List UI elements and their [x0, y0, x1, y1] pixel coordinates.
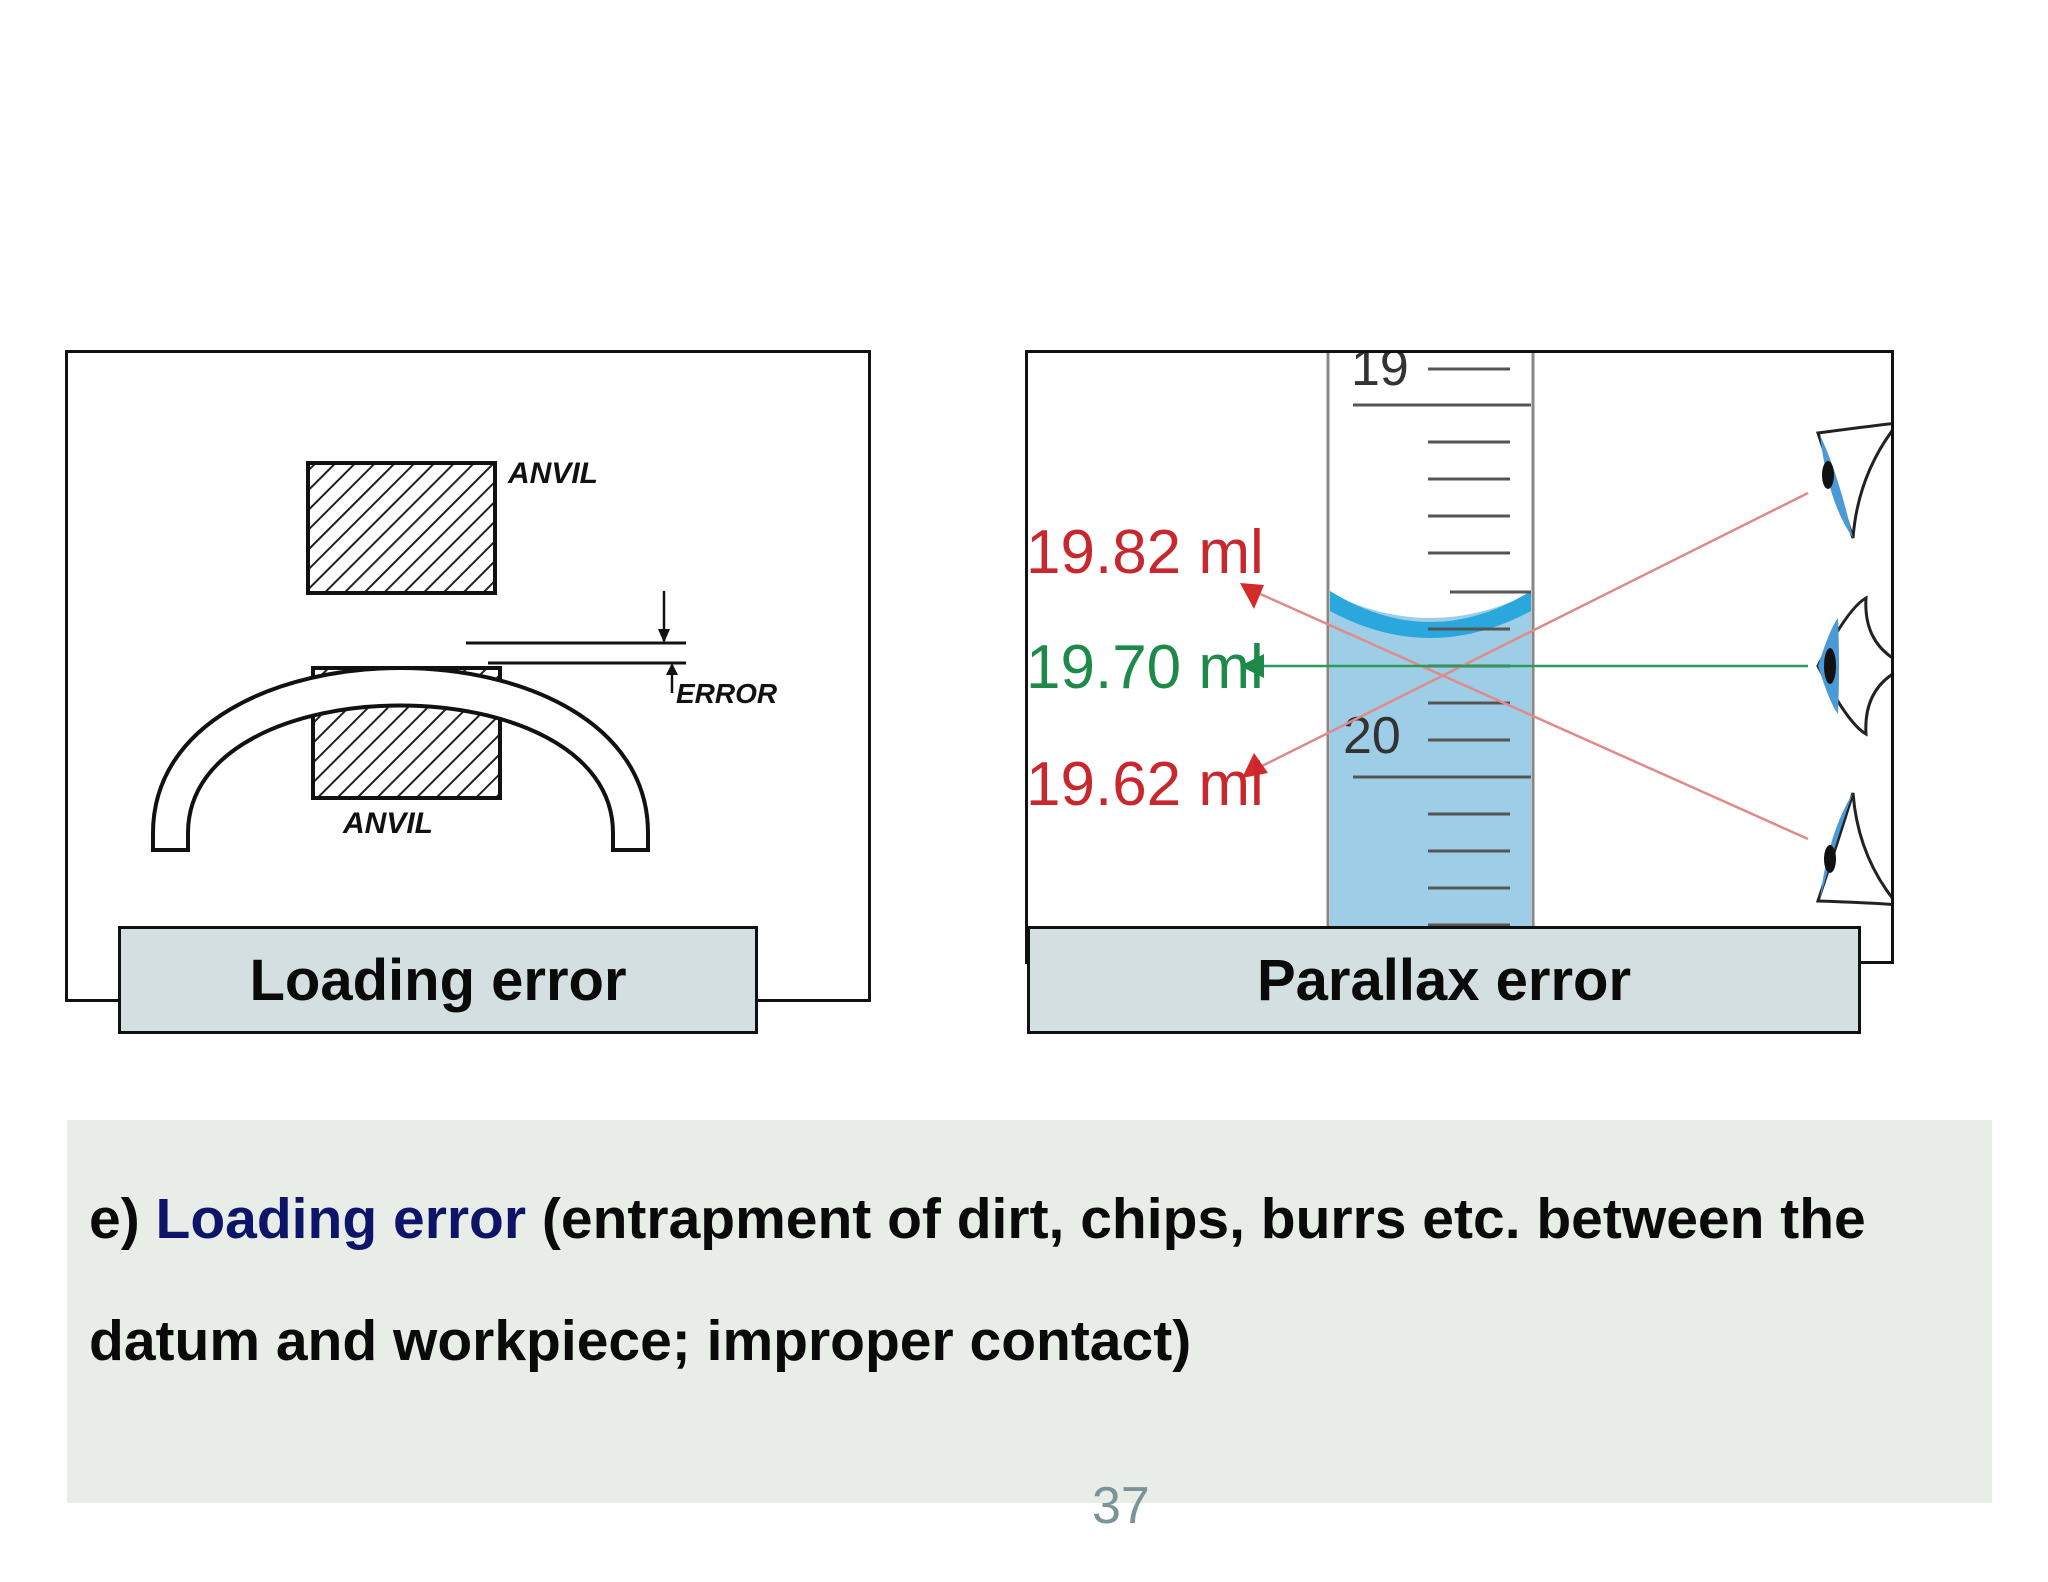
loading-error-diagram: ANVIL ANVIL ERROR [151, 457, 778, 852]
scale-label-20: 20 [1343, 707, 1401, 765]
eye-icon [1816, 422, 1891, 539]
parallax-error-caption: Parallax error [1027, 926, 1861, 1034]
minor-ticks [1428, 367, 1510, 927]
reading-1970: 19.70 ml [1028, 633, 1264, 702]
curved-workpiece [151, 666, 650, 852]
anvil-bottom-label: ANVIL [342, 807, 433, 840]
bullet-prefix: e) [89, 1187, 156, 1251]
eye-icon [1816, 595, 1891, 737]
arrow-1970 [1240, 654, 1264, 678]
parallax-error-diagram: 19 20 19.82 ml 19.70 ml 19.62 ml [1028, 353, 1891, 961]
error-label: ERROR [676, 678, 778, 709]
loading-error-term: Loading error [155, 1187, 527, 1251]
parallax-error-figure: 19 20 19.82 ml 19.70 ml 19.62 ml [1025, 350, 1894, 964]
loading-error-description: e) Loading error (entrapment of dirt, ch… [89, 1158, 1979, 1402]
loading-error-figure: ANVIL ANVIL ERROR [65, 350, 871, 1002]
scale-label-19: 19 [1351, 353, 1409, 397]
top-anvil [306, 461, 497, 595]
eye-icon [1815, 792, 1891, 906]
sight-line-high [1257, 491, 1809, 770]
anvil-top-label: ANVIL [507, 457, 598, 490]
page-number: 37 [1092, 1477, 1150, 1535]
sight-line-low [1257, 591, 1809, 841]
description-box: e) Loading error (entrapment of dirt, ch… [67, 1120, 1992, 1503]
reading-1982: 19.82 ml [1028, 518, 1264, 587]
arrow-1982 [1240, 583, 1264, 609]
bullet-body: (entrapment of dirt, chips, burrs etc. b… [89, 1187, 1866, 1373]
loading-error-caption: Loading error [118, 926, 758, 1034]
arrow-1962 [1242, 753, 1268, 778]
meniscus [1330, 591, 1531, 638]
reading-1962: 19.62 ml [1028, 750, 1264, 819]
